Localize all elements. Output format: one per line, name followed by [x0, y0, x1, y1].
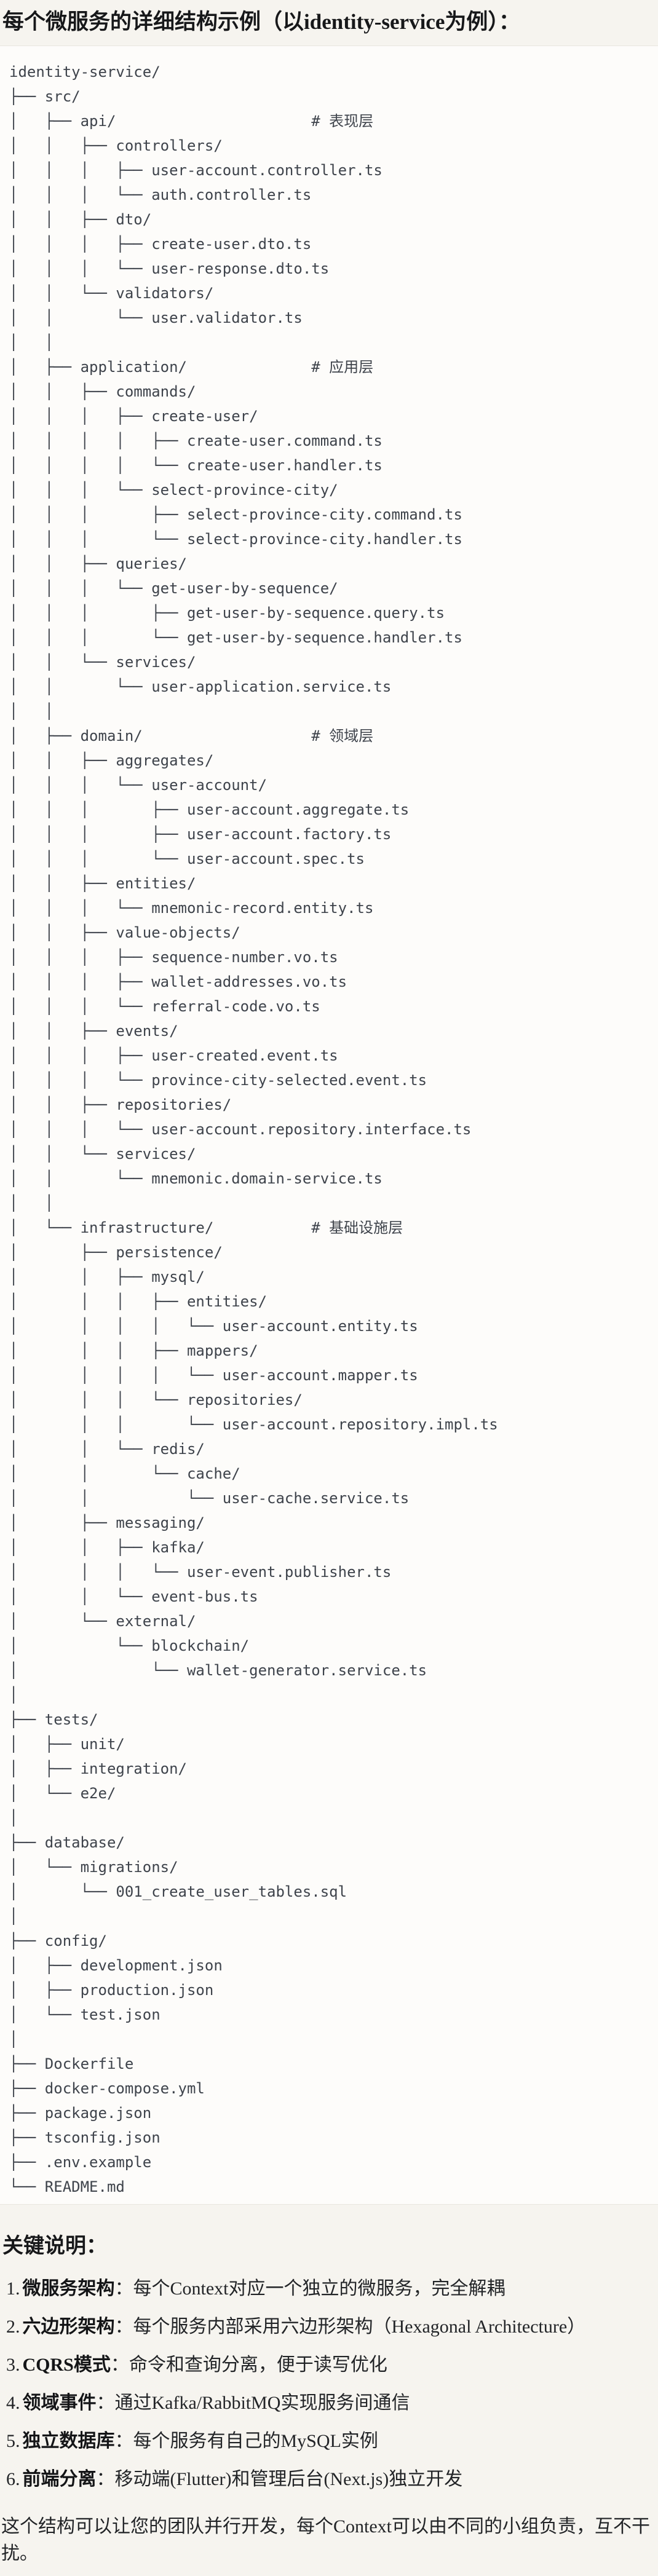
note-term: CQRS模式	[22, 2355, 111, 2375]
note-number: 1.	[6, 2278, 20, 2299]
note-number: 6.	[6, 2469, 20, 2489]
note-description: ：通过Kafka/RabbitMQ实现服务间通信	[96, 2393, 410, 2413]
note-description: ：每个服务内部采用六边形架构（Hexagonal Architecture）	[114, 2317, 586, 2337]
note-number: 3.	[6, 2355, 20, 2375]
note-item-hexagonal: 2.六边形架构：每个服务内部采用六边形架构（Hexagonal Architec…	[6, 2314, 654, 2340]
code-block: identity-service/ ├── src/ │ ├── api/ # …	[0, 45, 658, 2205]
note-number: 2.	[6, 2317, 20, 2337]
note-item-cqrs: 3.CQRS模式：命令和查询分离，便于读写优化	[6, 2352, 654, 2378]
notes-heading: 关键说明：	[2, 2235, 107, 2258]
note-number: 4.	[6, 2393, 20, 2413]
note-term: 领域事件	[22, 2393, 97, 2413]
notes-section: 关键说明： 1.微服务架构：每个Context对应一个独立的微服务，完全解耦 2…	[0, 2233, 658, 2567]
note-term: 微服务架构	[22, 2278, 115, 2299]
notes-list: 1.微服务架构：每个Context对应一个独立的微服务，完全解耦 2.六边形架构…	[1, 2276, 654, 2492]
note-description: ：每个服务有自己的MySQL实例	[114, 2431, 378, 2451]
document-page: 每个微服务的详细结构示例（以identity-service为例）： ident…	[0, 7, 658, 2567]
directory-tree: identity-service/ ├── src/ │ ├── api/ # …	[9, 63, 498, 2195]
closing-paragraph: 这个结构可以让您的团队并行开发，每个Context可以由不同的小组负责，互不干扰…	[1, 2516, 650, 2564]
note-number: 5.	[6, 2431, 20, 2451]
note-description: ：命令和查询分离，便于读写优化	[110, 2355, 387, 2375]
note-item-frontend-separation: 6.前端分离：移动端(Flutter)和管理后台(Next.js)独立开发	[6, 2467, 654, 2492]
note-item-domain-events: 4.领域事件：通过Kafka/RabbitMQ实现服务间通信	[6, 2390, 654, 2416]
page-title: 每个微服务的详细结构示例（以identity-service为例）：	[2, 10, 520, 34]
note-item-independent-db: 5.独立数据库：每个服务有自己的MySQL实例	[6, 2428, 654, 2454]
note-item-microservice: 1.微服务架构：每个Context对应一个独立的微服务，完全解耦	[6, 2276, 654, 2302]
note-description: ：每个Context对应一个独立的微服务，完全解耦	[114, 2278, 505, 2299]
note-term: 六边形架构	[22, 2317, 115, 2337]
note-description: ：移动端(Flutter)和管理后台(Next.js)独立开发	[96, 2469, 463, 2489]
note-term: 前端分离	[22, 2469, 97, 2489]
note-term: 独立数据库	[22, 2431, 115, 2451]
